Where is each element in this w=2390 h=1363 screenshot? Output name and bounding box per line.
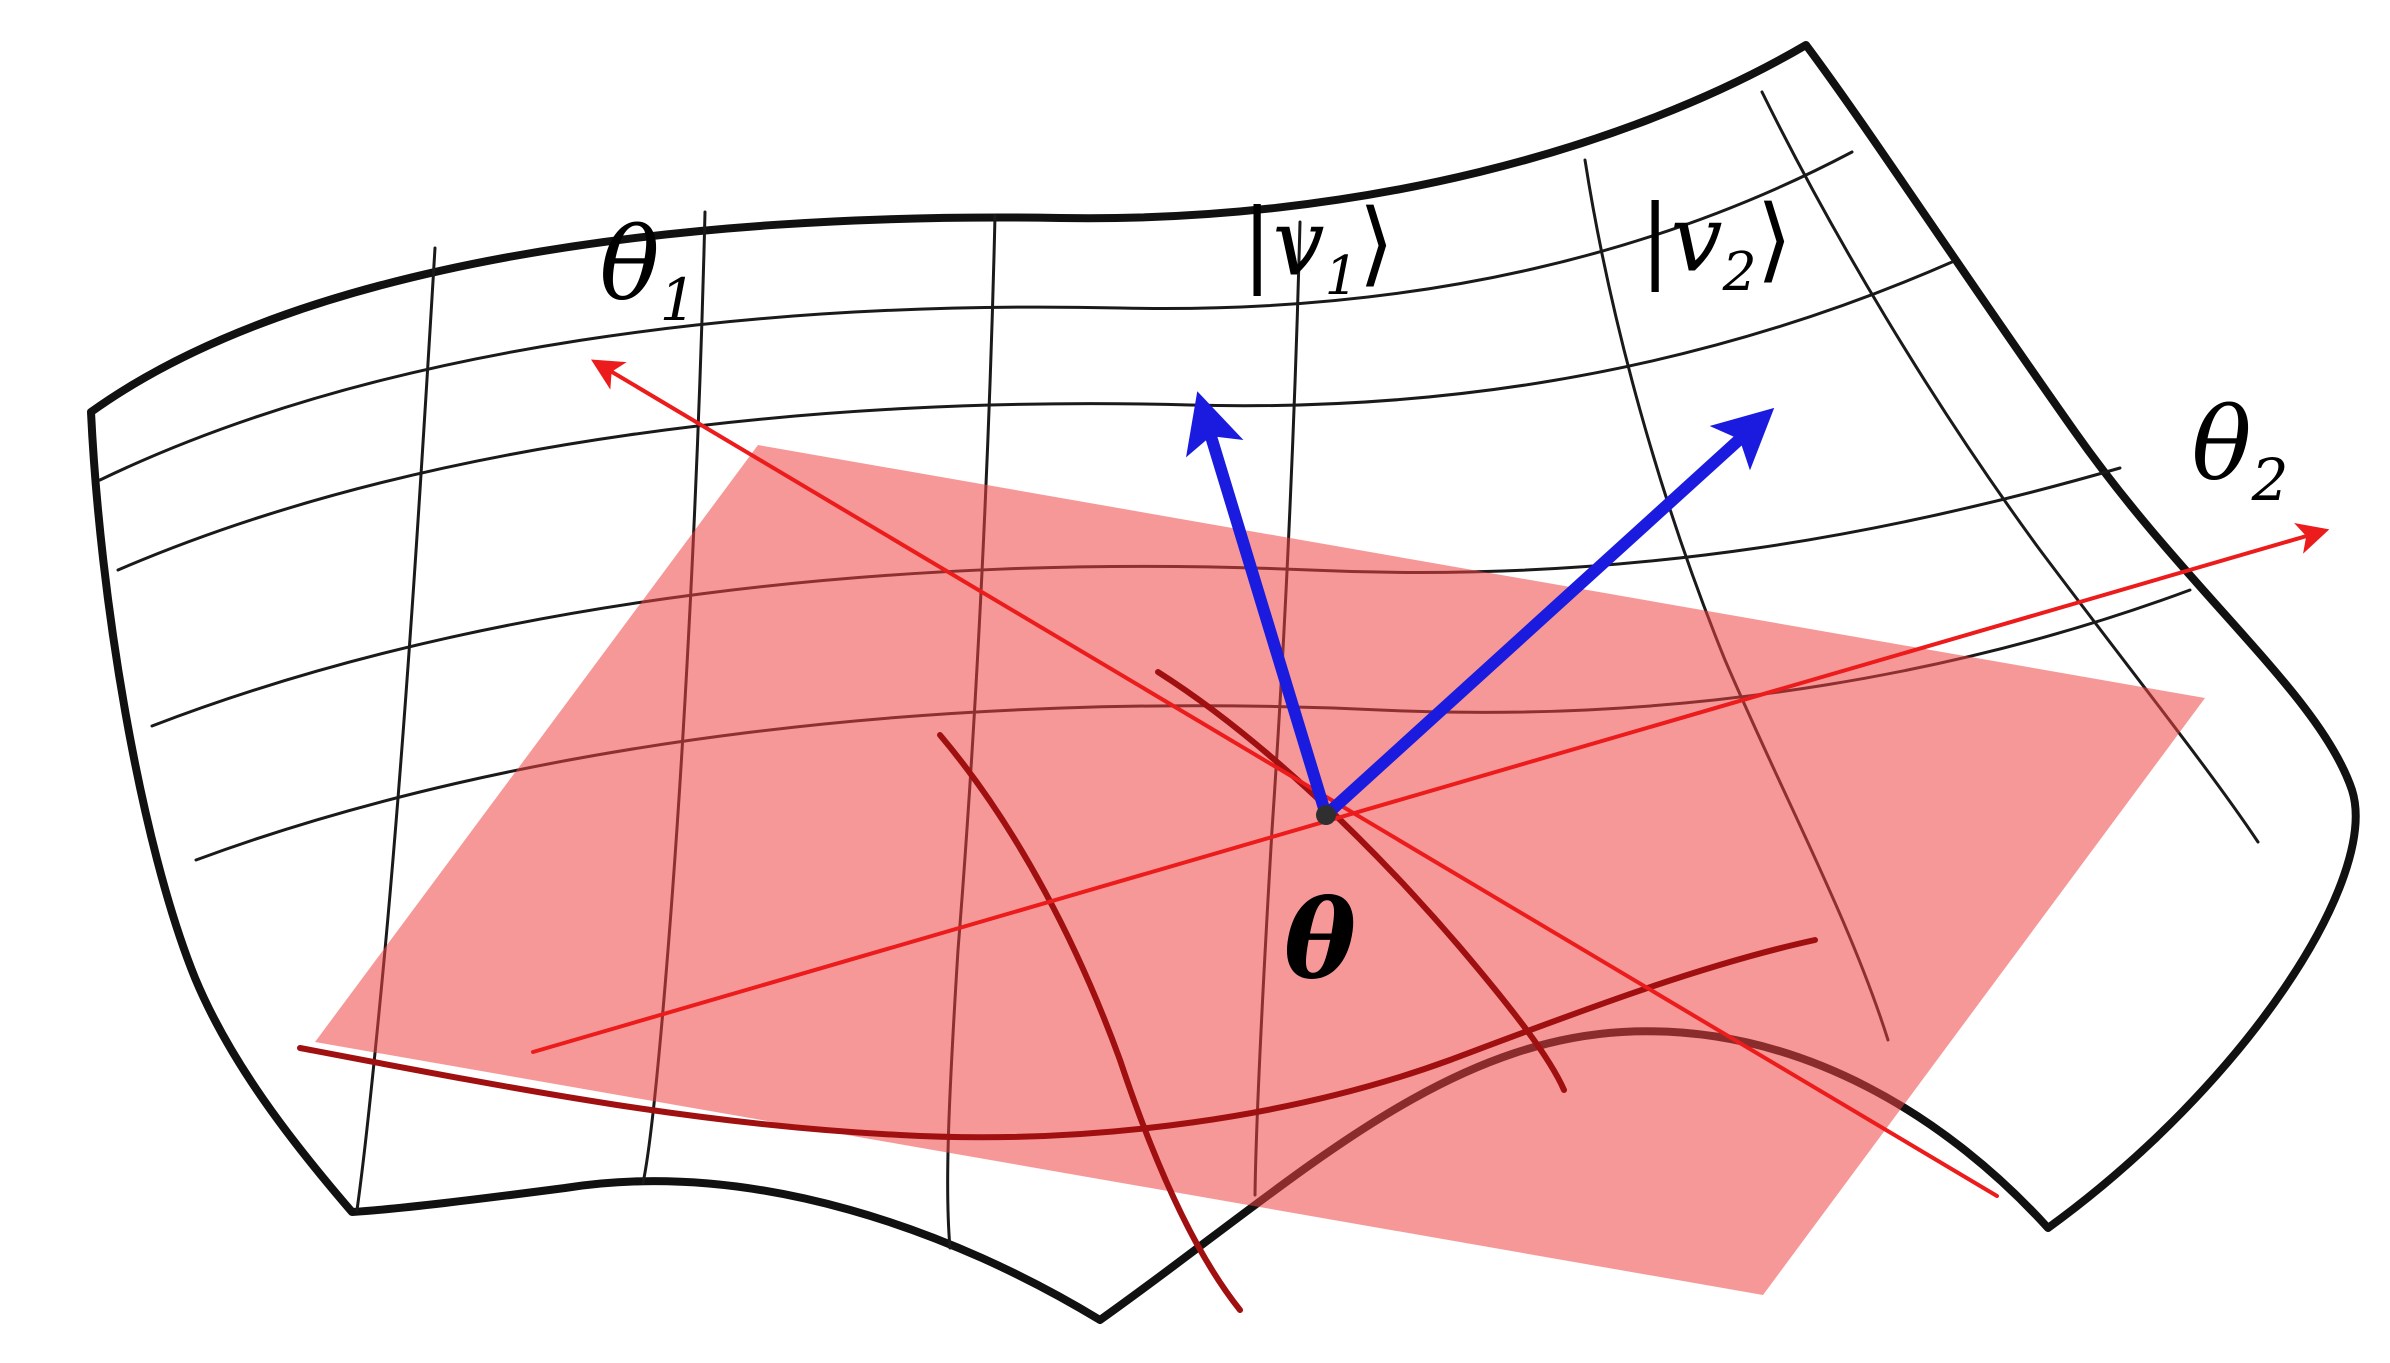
v1-ket-close: ⟩ bbox=[1358, 189, 1395, 297]
grid-line-h2 bbox=[116, 260, 1954, 572]
v2-subscript: 2 bbox=[1722, 240, 1757, 304]
v1-ket-label: |v1⟩ bbox=[1242, 197, 1395, 303]
theta1-label: θ1 bbox=[599, 215, 696, 330]
coordinate-curves bbox=[297, 669, 1818, 1313]
theta1-axis-arrow bbox=[590, 359, 1999, 1198]
grid-line-v6 bbox=[1760, 90, 2260, 844]
v2-vector-arrow bbox=[1320, 407, 1775, 821]
v2-ket-close: ⟩ bbox=[1756, 185, 1793, 293]
theta1-base: θ bbox=[599, 206, 660, 323]
tangent-vectors bbox=[1186, 391, 1775, 821]
theta1-subscript: 1 bbox=[659, 266, 697, 334]
v2-ket-label: |v2⟩ bbox=[1640, 193, 1793, 299]
theta2-label: θ2 bbox=[2191, 395, 2288, 510]
theta2-base: θ bbox=[2191, 386, 2252, 503]
v1-base: v bbox=[1272, 189, 1325, 297]
coordinate-curve-cross bbox=[937, 732, 1243, 1313]
v2-ket-open: | bbox=[1639, 185, 1671, 293]
tangent-plane bbox=[315, 445, 2205, 1295]
theta-point-base: θ bbox=[1283, 877, 1357, 1003]
v1-vector-arrow bbox=[1186, 391, 1332, 821]
theta-point-label: θ bbox=[1284, 886, 1356, 994]
theta-point-dot bbox=[1316, 805, 1336, 825]
v2-base: v bbox=[1670, 185, 1723, 293]
v1-ket-open: | bbox=[1241, 189, 1273, 297]
coordinate-curve-through-theta bbox=[1155, 669, 1567, 1093]
v1-subscript: 1 bbox=[1324, 244, 1359, 308]
grid-line-v1 bbox=[355, 246, 437, 1212]
tangent-axes bbox=[531, 359, 2330, 1198]
theta2-axis-arrow bbox=[531, 523, 2330, 1054]
coordinate-curve-bottom bbox=[297, 937, 1818, 1141]
theta2-subscript: 2 bbox=[2251, 446, 2289, 514]
grid-line-h1 bbox=[98, 150, 1854, 482]
